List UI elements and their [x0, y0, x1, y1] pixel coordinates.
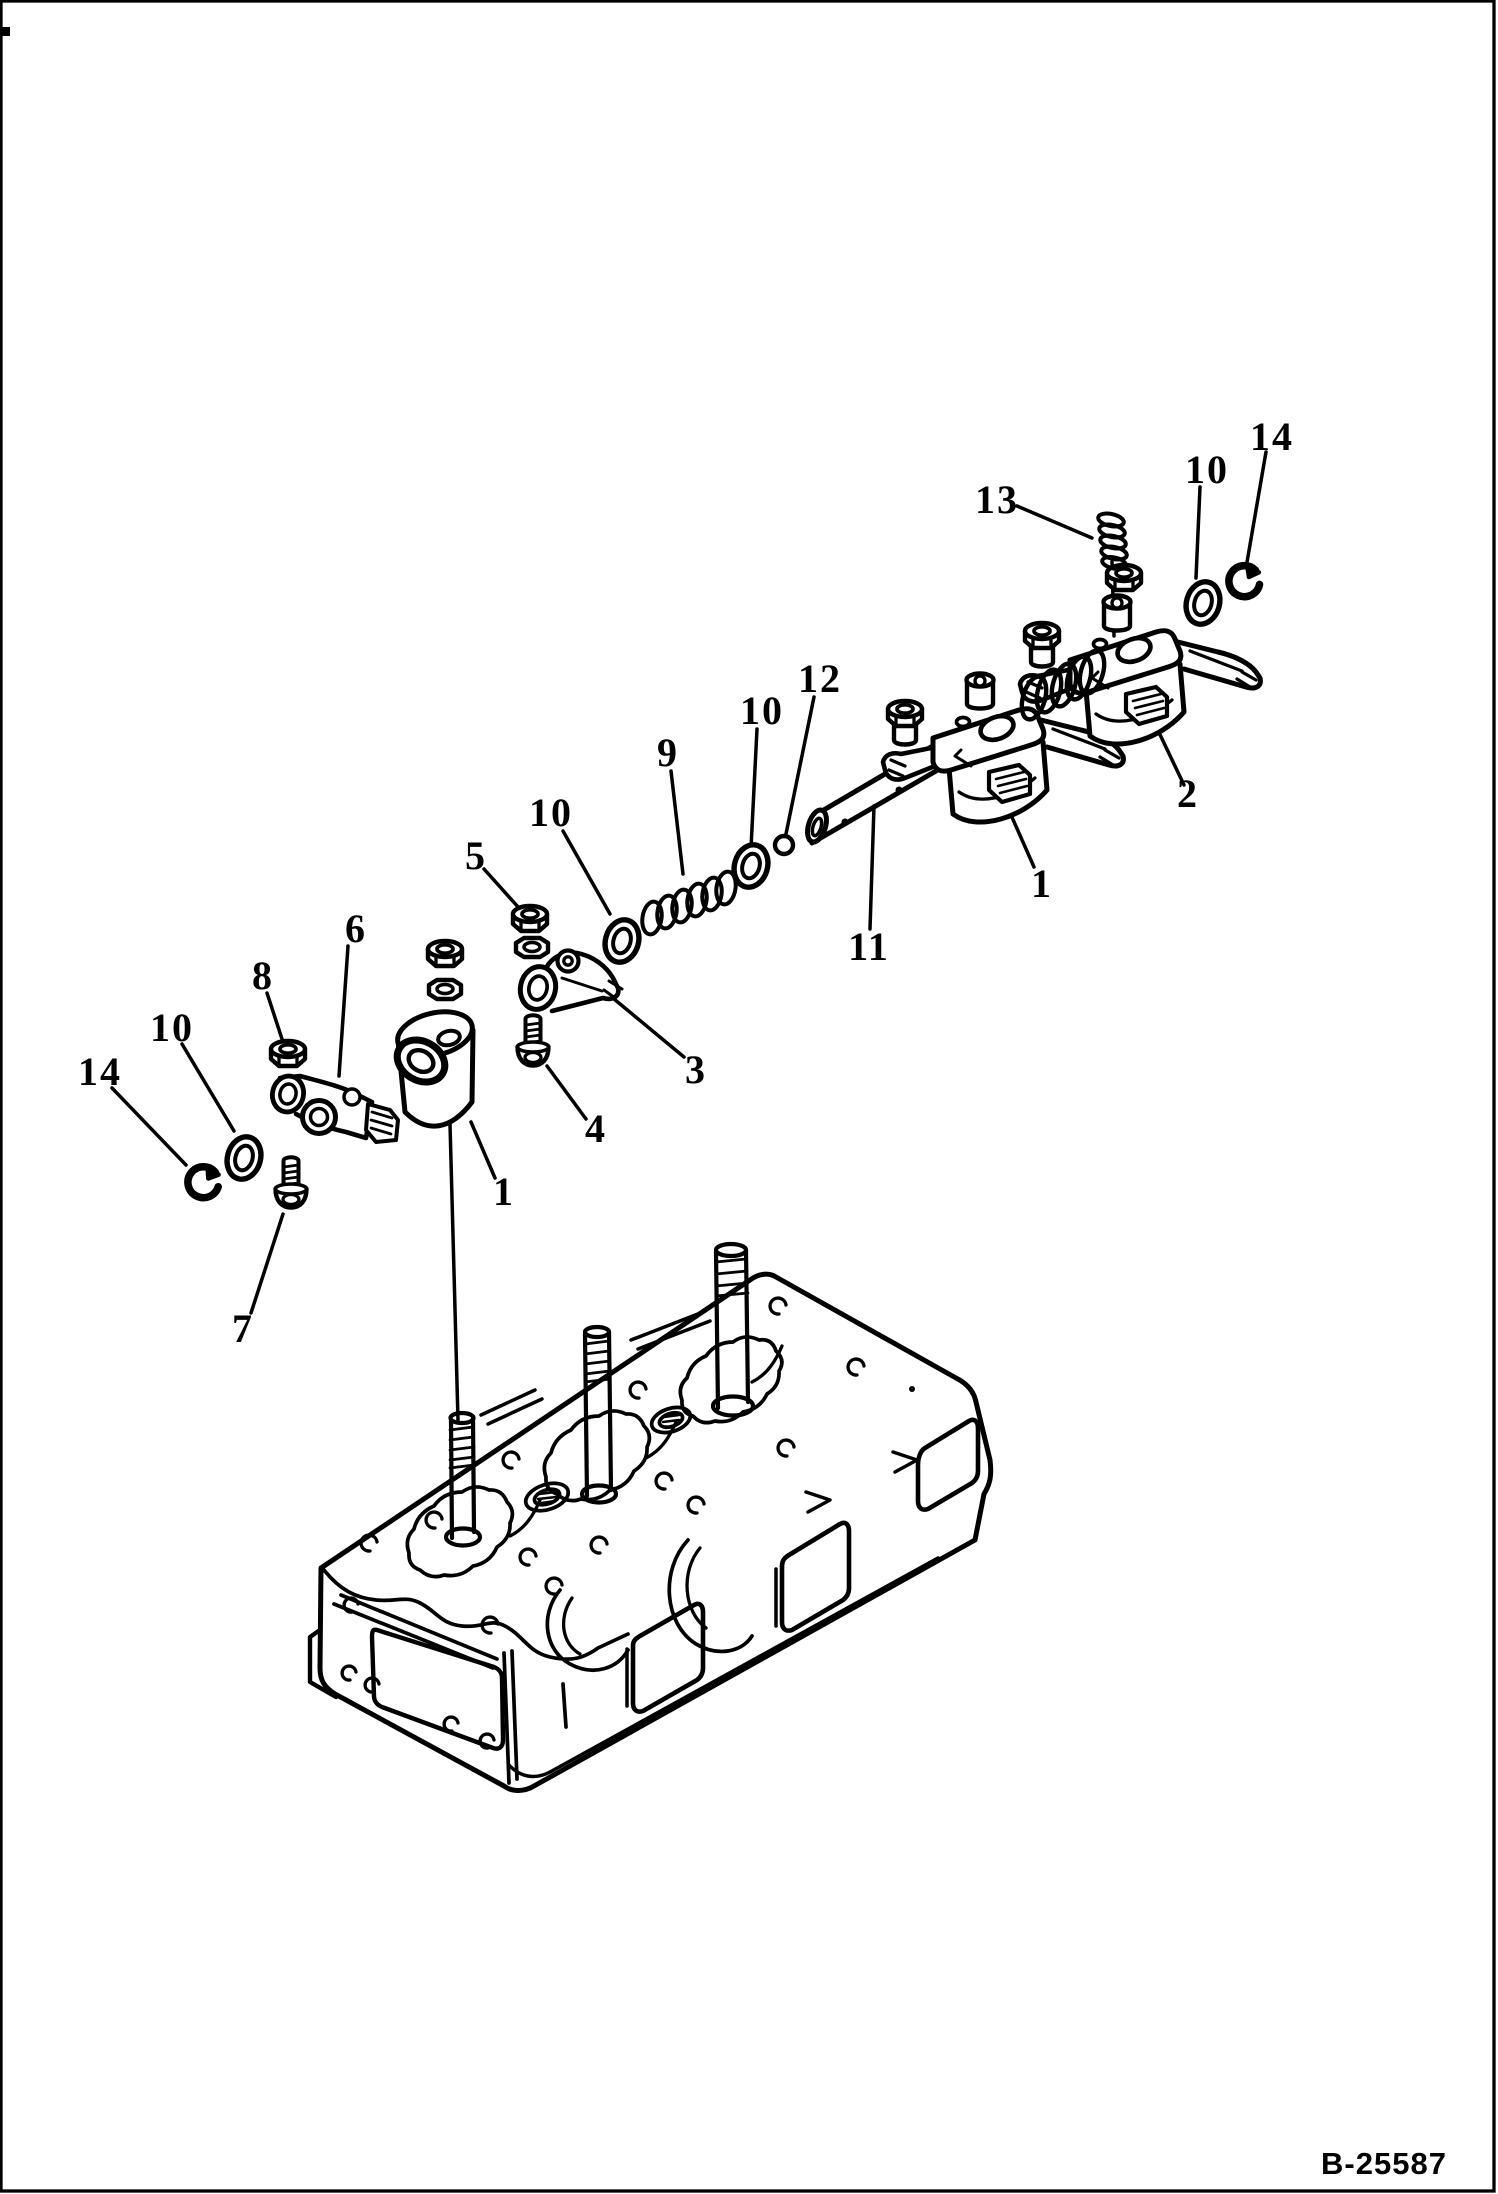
svg-text:12: 12 [798, 656, 842, 701]
svg-text:4: 4 [585, 1106, 607, 1151]
svg-text:14: 14 [78, 1049, 122, 1094]
svg-text:10: 10 [1185, 447, 1229, 492]
svg-text:10: 10 [529, 790, 573, 835]
svg-text:14: 14 [1250, 414, 1294, 459]
svg-text:10: 10 [740, 688, 784, 733]
svg-text:1: 1 [493, 1169, 515, 1214]
svg-text:2: 2 [1177, 771, 1199, 816]
svg-text:7: 7 [232, 1306, 254, 1351]
svg-text:3: 3 [685, 1047, 707, 1092]
svg-text:13: 13 [975, 477, 1019, 522]
svg-text:8: 8 [252, 953, 274, 998]
svg-text:1: 1 [1031, 861, 1053, 906]
svg-text:6: 6 [345, 906, 367, 951]
svg-text:11: 11 [848, 924, 890, 969]
svg-text:B-25587: B-25587 [1321, 2146, 1447, 2181]
svg-text:5: 5 [465, 833, 487, 878]
svg-text:10: 10 [150, 1005, 194, 1050]
svg-text:9: 9 [657, 730, 679, 775]
